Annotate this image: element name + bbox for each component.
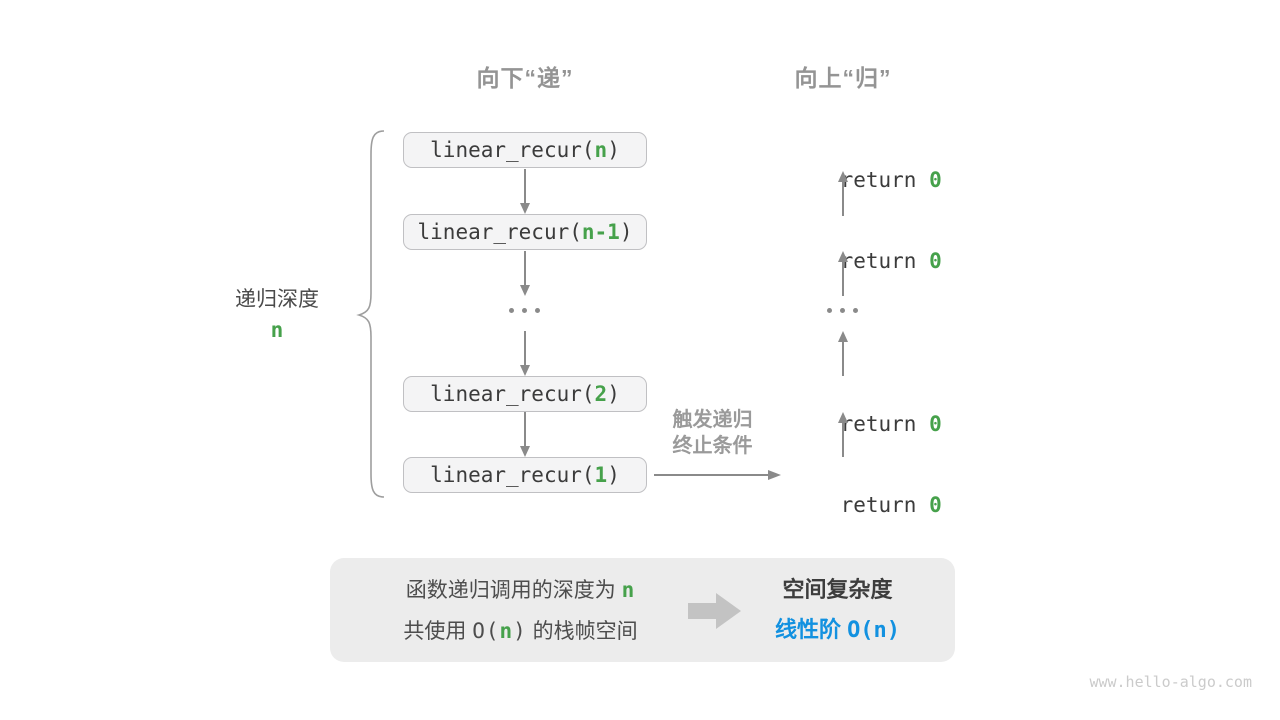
depth-brace-icon xyxy=(355,130,387,498)
summary-result: 空间复杂度 线性阶 O(n) xyxy=(735,570,940,651)
call-arg: n xyxy=(594,138,608,162)
summary-line1-value: n xyxy=(621,578,636,602)
arrow-down-icon xyxy=(518,169,532,214)
arrow-right-icon xyxy=(654,469,782,481)
call-box-1: linear_recur(1) xyxy=(403,457,647,493)
trigger-line1: 触发递归 xyxy=(672,409,753,431)
call-fn: linear_recur( xyxy=(417,220,582,244)
ellipsis-dots xyxy=(827,308,858,313)
return-value: 0 xyxy=(929,249,942,273)
call-fn: linear_recur( xyxy=(430,382,595,406)
column-header-descend: 向下“递” xyxy=(476,65,574,91)
space-complexity-title: 空间复杂度 xyxy=(782,577,893,602)
return-label: return 0 xyxy=(790,379,942,436)
site-watermark: www.hello-algo.com xyxy=(1089,673,1252,691)
call-arg: 2 xyxy=(594,382,608,406)
call-close: ) xyxy=(619,220,633,244)
space-complexity-value: 线性阶 O(n) xyxy=(735,610,940,651)
big-o-close: ) xyxy=(513,619,527,643)
call-box-2: linear_recur(2) xyxy=(403,376,647,412)
summary-line1-text: 函数递归调用的深度为 xyxy=(405,579,622,602)
call-arg: 1 xyxy=(594,463,608,487)
call-box-n-1: linear_recur(n-1) xyxy=(403,214,647,250)
trigger-condition-label: 触发递归 终止条件 xyxy=(640,407,785,459)
call-close: ) xyxy=(607,138,620,162)
return-label: return 0 xyxy=(790,216,942,273)
summary-line1: 函数递归调用的深度为 n xyxy=(348,570,693,611)
return-keyword: return xyxy=(840,249,930,273)
call-fn: linear_recur( xyxy=(430,463,595,487)
arrow-down-icon xyxy=(518,331,532,376)
return-value: 0 xyxy=(929,493,942,517)
summary-line2: 共使用 O(n) 的栈帧空间 xyxy=(348,611,693,652)
call-close: ) xyxy=(607,382,620,406)
ellipsis-dots xyxy=(509,308,540,313)
call-close: ) xyxy=(607,463,620,487)
summary-line2-text2: 的栈帧空间 xyxy=(526,620,638,643)
arrow-down-icon xyxy=(518,412,532,457)
return-value: 0 xyxy=(929,168,942,192)
return-value: 0 xyxy=(929,412,942,436)
arrow-up-icon xyxy=(836,331,850,376)
arrow-down-icon xyxy=(518,251,532,296)
complexity-big-o: O(n) xyxy=(847,618,901,643)
summary-line2-text1: 共使用 xyxy=(403,620,473,643)
return-keyword: return xyxy=(840,493,930,517)
complexity-order-label: 线性阶 xyxy=(774,617,848,642)
return-label: return 0 xyxy=(790,460,942,517)
return-keyword: return xyxy=(840,412,930,436)
summary-box: 函数递归调用的深度为 n 共使用 O(n) 的栈帧空间 空间复杂度 线性阶 O(… xyxy=(330,558,955,662)
trigger-line2: 终止条件 xyxy=(672,435,753,457)
big-o-n: n xyxy=(499,619,514,643)
call-box-n: linear_recur(n) xyxy=(403,132,647,168)
summary-statement: 函数递归调用的深度为 n 共使用 O(n) 的栈帧空间 xyxy=(348,570,693,652)
call-fn: linear_recur( xyxy=(430,138,595,162)
column-header-return: 向上“归” xyxy=(794,65,892,91)
arrow-up-icon xyxy=(836,171,850,216)
depth-value: n xyxy=(270,318,284,342)
return-keyword: return xyxy=(840,168,930,192)
arrow-up-icon xyxy=(836,251,850,296)
big-o-open: O( xyxy=(472,619,500,643)
arrow-up-icon xyxy=(836,412,850,457)
call-arg: n-1 xyxy=(581,220,620,244)
return-label: return 0 xyxy=(790,135,942,192)
arrow-right-thick-icon xyxy=(688,592,742,630)
depth-label: 递归深度 xyxy=(235,288,319,311)
